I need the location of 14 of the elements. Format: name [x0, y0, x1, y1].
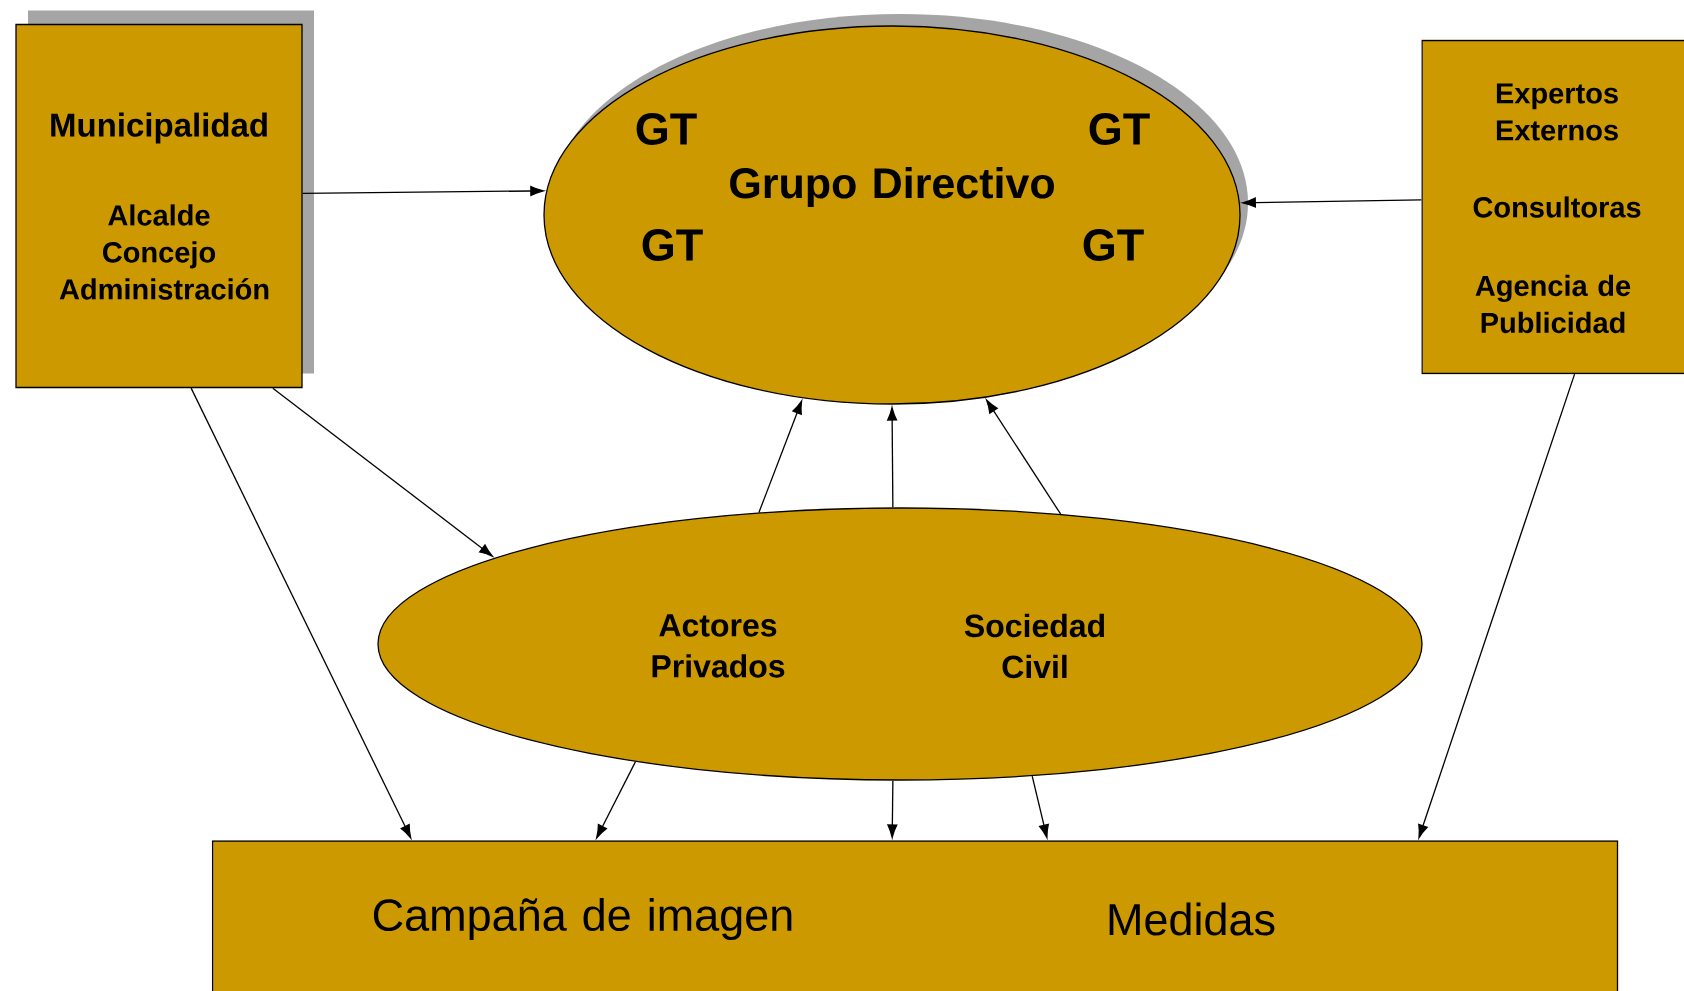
arrow: [1418, 373, 1576, 839]
arrow: [272, 387, 493, 557]
arrow: [190, 387, 412, 839]
arrow: [758, 400, 803, 514]
arrow: [302, 185, 544, 197]
arrow: [1242, 197, 1422, 208]
arrow: [596, 761, 636, 839]
arrow: [986, 399, 1062, 515]
organization-box: Municipalidad Alcalde Concejo Administración: [15, 10, 314, 389]
arrow: [887, 406, 898, 508]
arrow: [887, 780, 898, 839]
arrow: [1031, 775, 1049, 839]
organization-box: Expertos Externos Consultoras Agencia de Publicidad: [1421, 39, 1684, 375]
organization-box: Campaña de imagen Medidas: [211, 840, 1619, 991]
